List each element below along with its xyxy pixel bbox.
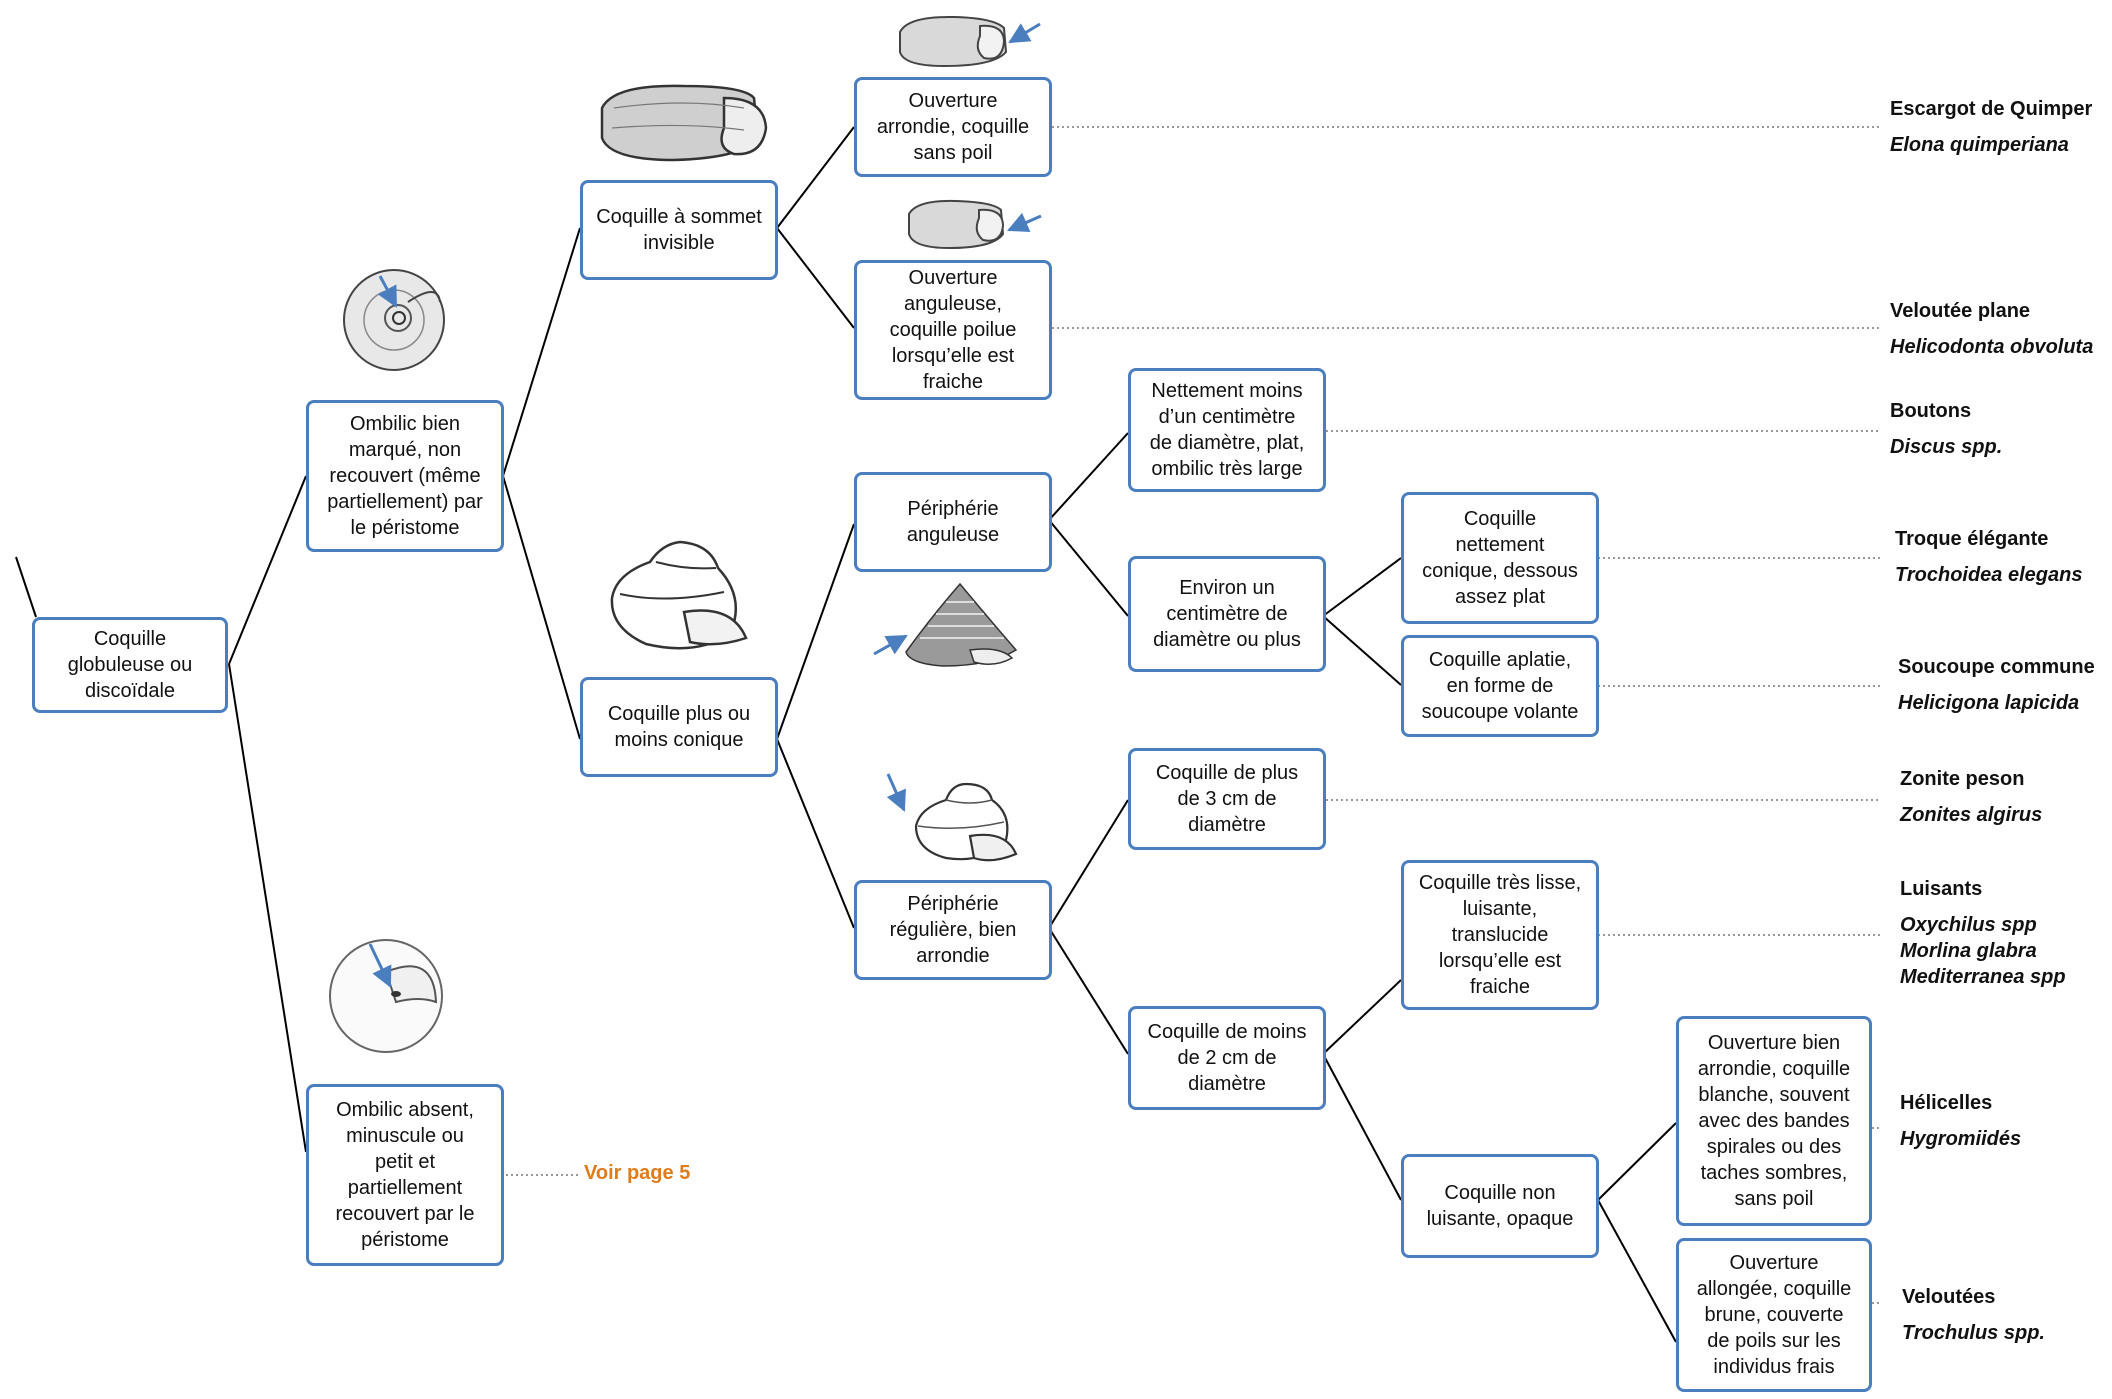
species-common-name: Troque élégante: [1895, 528, 2049, 550]
snail-shell-flat-side-icon: [600, 84, 768, 162]
snail-shell-trochoid-icon: [873, 582, 1018, 667]
node-plus-ou-moins-conique: Coquille plus ou moins conique: [580, 677, 778, 777]
species-latin-name: Helicodonta obvoluta: [1890, 336, 2094, 358]
node-ouverture-arrondie: Ouverture arrondie, coquille sans poil: [854, 77, 1052, 177]
node-tres-lisse: Coquille très lisse, luisante, transluci…: [1401, 860, 1599, 1010]
node-root: Coquille globuleuse ou discoïdale: [32, 617, 228, 713]
species-latin-name: Trochoidea elegans: [1895, 564, 2083, 586]
node-ombilic-absent: Ombilic absent, minuscule ou petit et pa…: [306, 1084, 504, 1266]
species-common-name: Zonite peson: [1900, 768, 2025, 790]
species-latin-name: Discus spp.: [1890, 436, 2003, 458]
snail-shell-planorbid-icon: [343, 269, 445, 371]
node-environ-centimetre: Environ un centimètre de diamètre ou plu…: [1128, 556, 1326, 672]
snail-shell-globular-icon: [329, 939, 443, 1053]
node-peripherie-reguliere: Périphérie régulière, bien arrondie: [854, 880, 1052, 980]
node-non-luisante: Coquille non luisante, opaque: [1401, 1154, 1599, 1258]
snail-shell-conical-icon: [610, 540, 748, 650]
node-aplatie: Coquille aplatie, en forme de soucoupe v…: [1401, 635, 1599, 737]
species-common-name: Soucoupe commune: [1898, 656, 2095, 678]
dotted-leaders: [506, 126, 1880, 1304]
species-veloutees: Veloutées Trochulus spp.: [1902, 1284, 2045, 1346]
species-soucoupe: Soucoupe commune Helicigona lapicida: [1898, 654, 2095, 716]
species-boutons: Boutons Discus spp.: [1890, 398, 2002, 460]
node-peripherie-anguleuse: Périphérie anguleuse: [854, 472, 1052, 572]
node-sommet-invisible: Coquille à sommet invisible: [580, 180, 778, 280]
species-latin-name: Helicigona lapicida: [1898, 692, 2080, 714]
species-latin-name: Hygromiidés: [1900, 1128, 2022, 1150]
species-latin-name: Trochulus spp.: [1902, 1322, 2045, 1344]
species-latin-name: Oxychilus spp Morlina glabra Mediterrane…: [1900, 914, 2066, 988]
node-nettement-conique: Coquille nettement conique, dessous asse…: [1401, 492, 1599, 624]
species-latin-name: Elona quimperiana: [1890, 134, 2069, 156]
species-troque: Troque élégante Trochoidea elegans: [1895, 526, 2082, 588]
node-moins-centimetre: Nettement moins d’un centimètre de diamè…: [1128, 368, 1326, 492]
species-common-name: Luisants: [1900, 878, 1983, 900]
node-ombilic-marque: Ombilic bien marqué, non recouvert (même…: [306, 400, 504, 552]
species-helicelles: Hélicelles Hygromiidés: [1900, 1090, 2021, 1152]
species-latin-name: Zonites algirus: [1900, 804, 2043, 826]
snail-shell-flat-small-icon: [899, 15, 1041, 68]
species-veloutee-plane: Veloutée plane Helicodonta obvoluta: [1890, 298, 2093, 360]
node-plus-3cm: Coquille de plus de 3 cm de diamètre: [1128, 748, 1326, 850]
species-luisants: Luisants Oxychilus spp Morlina glabra Me…: [1900, 876, 2066, 990]
species-common-name: Hélicelles: [1900, 1092, 1993, 1114]
species-common-name: Veloutée plane: [1890, 300, 2031, 322]
species-quimper: Escargot de Quimper Elona quimperiana: [1890, 96, 2092, 158]
voir-page-link[interactable]: Voir page 5: [584, 1162, 691, 1184]
species-zonite: Zonite peson Zonites algirus: [1900, 766, 2042, 828]
node-ouverture-anguleuse: Ouverture anguleuse, coquille poilue lor…: [854, 260, 1052, 400]
node-moins-2cm: Coquille de moins de 2 cm de diamètre: [1128, 1006, 1326, 1110]
species-common-name: Boutons: [1890, 400, 1972, 422]
species-common-name: Escargot de Quimper: [1890, 98, 2093, 120]
snail-shell-flat-small-icon: [908, 199, 1042, 250]
tree-branches: [15, 126, 1677, 1343]
species-common-name: Veloutées: [1902, 1286, 1996, 1308]
node-ouverture-allongee: Ouverture allongée, coquille brune, couv…: [1676, 1238, 1872, 1392]
snail-shell-rounded-icon: [886, 773, 1018, 862]
node-ouverture-bien-arrondie: Ouverture bien arrondie, coquille blanch…: [1676, 1016, 1872, 1226]
